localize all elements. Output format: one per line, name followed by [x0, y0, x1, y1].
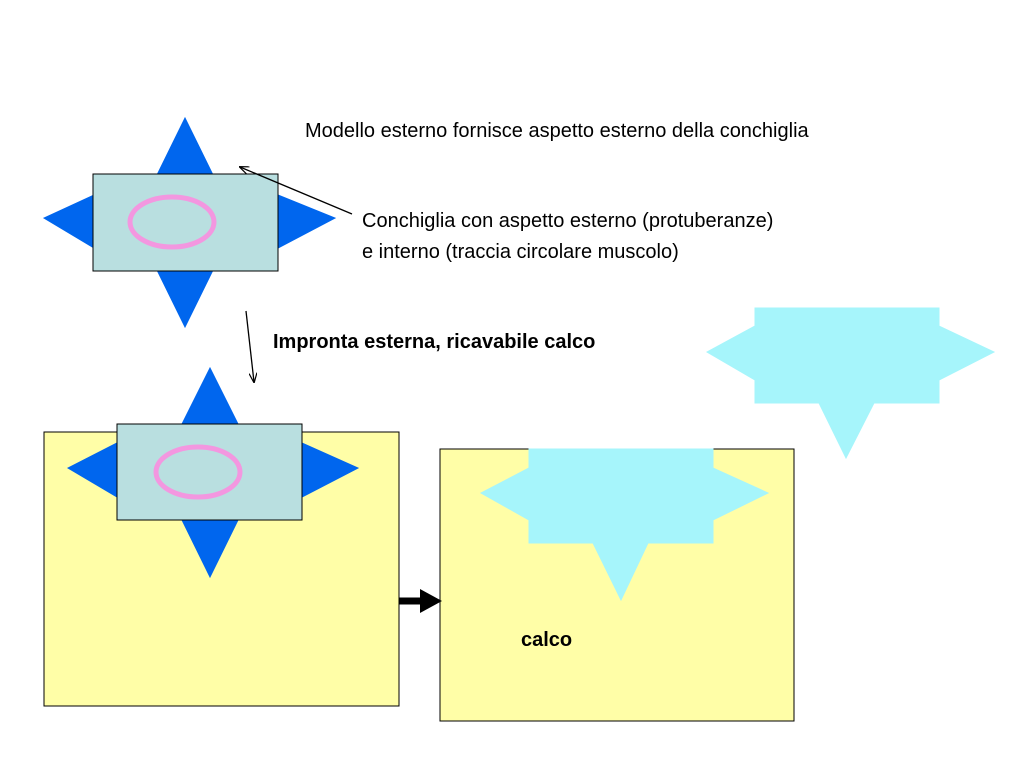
- cast-protuberance-bottom: [818, 402, 875, 460]
- shell-body: [116, 423, 303, 521]
- shell-description-line2: e interno (traccia circolare muscolo): [362, 241, 679, 263]
- cast-protuberance-left: [705, 325, 756, 381]
- shell-body: [92, 173, 279, 272]
- shell-in-sediment: [66, 366, 360, 579]
- protuberance-top: [181, 366, 239, 425]
- shell-description-line1: Conchiglia con aspetto esterno (protuber…: [362, 210, 774, 232]
- muscle-scar: [153, 444, 243, 500]
- protuberance-top: [156, 116, 214, 176]
- pointer-arrow: [240, 167, 353, 215]
- original-shell: [42, 116, 337, 329]
- cast-body: [754, 307, 940, 404]
- external-imprint-label: Impronta esterna, ricavabile calco: [273, 331, 596, 353]
- process-arrow: [399, 589, 442, 613]
- external-model-label: Modello esterno fornisce aspetto esterno…: [305, 120, 809, 142]
- cast-body: [528, 448, 714, 544]
- cast-in-sediment: [479, 448, 770, 602]
- cast-label: calco: [521, 629, 573, 651]
- cast-protuberance-right: [938, 325, 996, 381]
- protuberance-left: [42, 194, 95, 249]
- muscle-scar: [127, 194, 217, 250]
- external-cast: [705, 307, 996, 460]
- protuberance-bottom: [156, 269, 214, 329]
- burial-arrow: [245, 310, 254, 382]
